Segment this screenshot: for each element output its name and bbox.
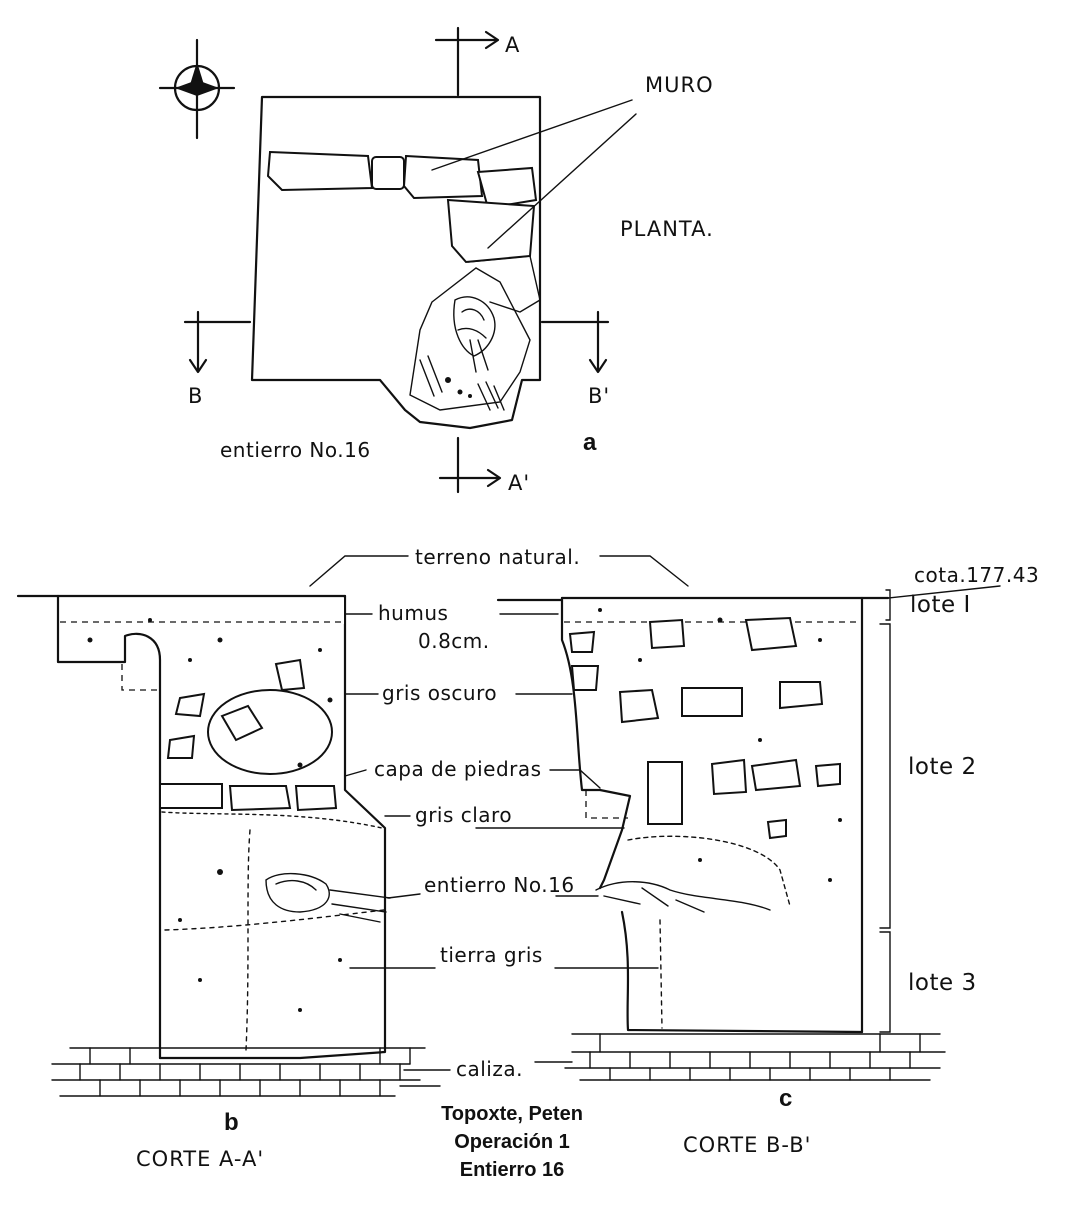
section-mark-a: A [505,33,520,57]
gris-oscuro-label: gris oscuro [382,681,497,705]
section-line-b-prime [540,310,610,374]
caliza-label: caliza. [456,1057,523,1081]
plan-letter-a: a [583,429,597,456]
section-mark-a-prime: A' [508,471,530,495]
plan-wall-stones [266,150,541,411]
muro-label: MURO [645,73,714,97]
section-c-letter: c [779,1085,792,1112]
plan-burial-label: entierro No.16 [220,438,371,462]
lote-1-label: lote I [910,592,971,618]
tierra-gris-label: tierra gris [440,943,543,967]
section-line-b [183,310,252,374]
leader-lines [309,555,1001,1087]
gris-claro-label: gris claro [415,803,512,827]
section-line-a-prime [438,436,502,494]
section-mark-b-prime: B' [588,384,610,408]
north-arrow-icon [158,38,236,140]
humus-label: humus [378,601,448,625]
section-b-profile [496,596,890,1034]
lote-2-label: lote 2 [908,754,977,780]
section-b-letter: b [224,1109,239,1136]
capa-de-piedras-label: capa de piedras [374,757,542,781]
caption-line-1: Topoxte, Peten [441,1103,583,1125]
caption-line-3: Entierro 16 [460,1159,564,1181]
entierro-label: entierro No.16 [424,873,575,897]
section-line-a [434,26,500,97]
section-c-title: CORTE B-B' [683,1133,811,1157]
planta-label: PLANTA. [620,217,714,241]
section-b-title: CORTE A-A' [136,1147,264,1171]
humus-depth-label: 0.8cm. [418,629,490,653]
section-a-profile [16,594,391,1060]
caliza-bedrock-left [51,1047,426,1097]
section-mark-b: B [188,384,203,408]
cota-label: cota.177.43 [914,563,1039,587]
caption-line-2: Operación 1 [454,1131,570,1153]
lote-3-label: lote 3 [908,970,977,996]
plan-view: MURO PLANTA. entierro No.16 a A A' B B' [158,26,714,495]
terreno-natural-label: terreno natural. [415,545,580,569]
plan-excavation-outline [250,95,542,430]
plan-skeleton [419,296,505,411]
caliza-bedrock-right [564,1033,946,1081]
